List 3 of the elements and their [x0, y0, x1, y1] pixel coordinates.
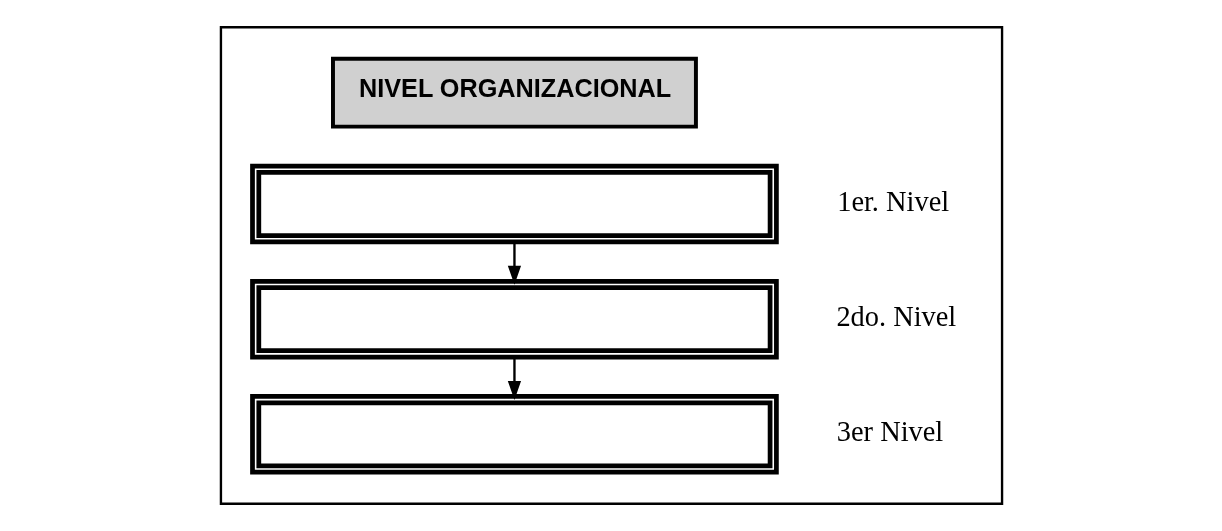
node-label: 3er Nivel [836, 416, 943, 448]
node-label: 1er. Nivel [836, 185, 949, 217]
node-label: 2do. Nivel [835, 301, 956, 333]
